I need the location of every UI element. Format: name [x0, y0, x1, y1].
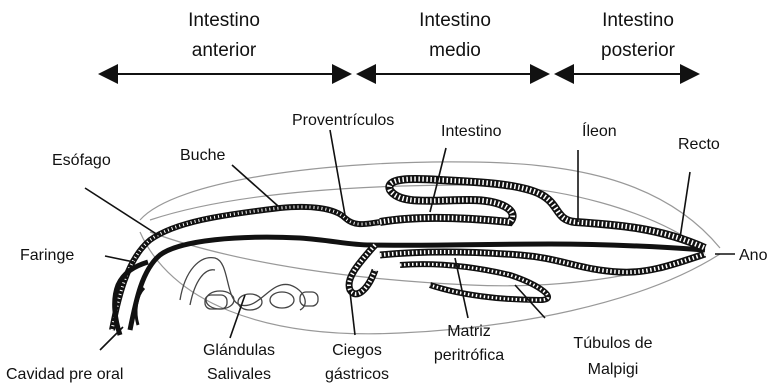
- section-posterior: Intestino posterior: [601, 6, 675, 66]
- label-proventriculos: Proventrículos: [292, 111, 394, 130]
- leader-proventriculos: [330, 130, 345, 215]
- label-recto: Recto: [678, 135, 720, 154]
- leader-recto: [680, 172, 690, 238]
- leader-faringe: [105, 256, 134, 262]
- section-anterior: Intestino anterior: [188, 6, 260, 66]
- label-ciegos: Ciegos gástricos: [325, 341, 389, 384]
- leader-ciegos: [350, 292, 355, 335]
- salivary-glands: [180, 258, 318, 310]
- label-intestino: Intestino: [441, 122, 501, 141]
- label-matriz: Matriz peritrófica: [434, 322, 504, 365]
- label-esofago: Esófago: [52, 151, 111, 170]
- label-glandulas: Glándulas Salivales: [203, 341, 275, 384]
- label-faringe: Faringe: [20, 246, 74, 265]
- label-tubulos: Túbulos de Malpigi: [573, 334, 652, 379]
- malpighian-tubules: [380, 252, 705, 300]
- leader-cavidad: [100, 327, 123, 350]
- gastric-caeca: [349, 245, 375, 294]
- label-buche: Buche: [180, 146, 225, 165]
- label-ano: Ano: [739, 246, 767, 265]
- leader-esofago: [85, 188, 158, 235]
- section-medio: Intestino medio: [419, 6, 491, 66]
- label-ileon: Íleon: [582, 122, 617, 141]
- upper-gut: [112, 207, 380, 330]
- midgut-loops: [380, 179, 705, 248]
- label-cavidad: Cavidad pre oral: [6, 365, 123, 384]
